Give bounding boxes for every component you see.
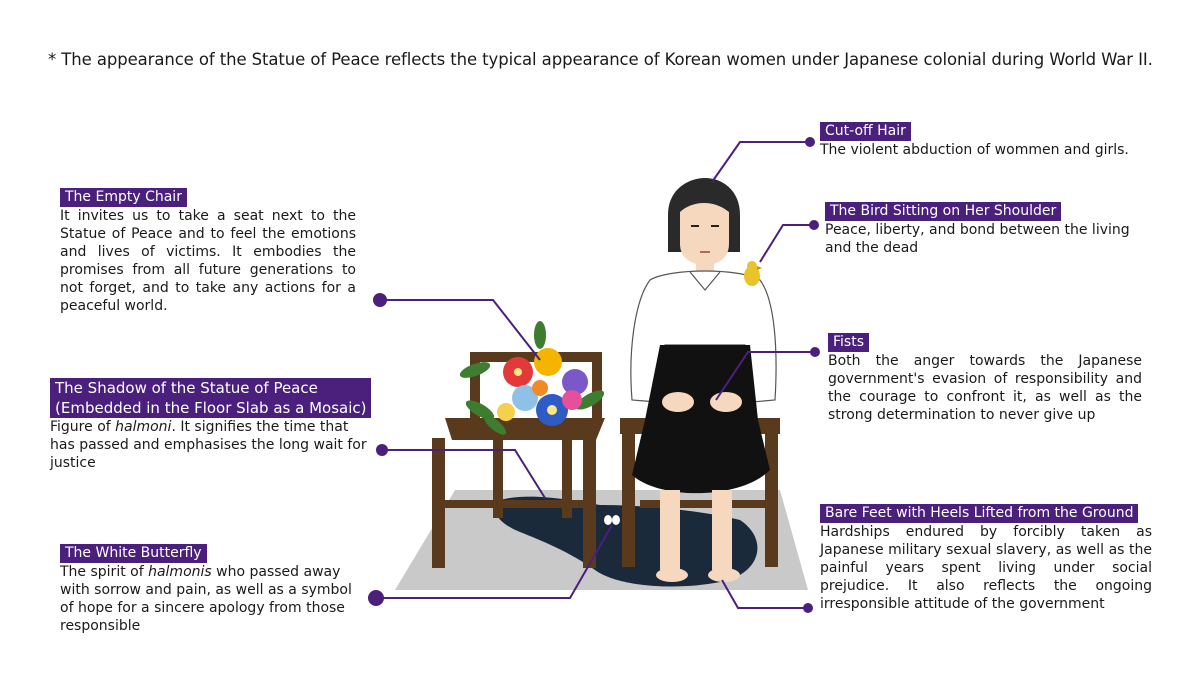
dot-fists: [810, 347, 820, 357]
leader-empty-chair: [380, 299, 541, 361]
dot-shadow: [376, 444, 388, 456]
annotation-shadow: The Shadow of the Statue of Peace (Embed…: [50, 378, 376, 472]
annotation-empty-chair: The Empty Chair It invites us to take a …: [60, 186, 356, 315]
annotation-bird: The Bird Sitting on Her Shoulder Peace, …: [825, 200, 1145, 257]
butterfly-text: The spirit of halmonis who passed away w…: [60, 564, 352, 634]
dot-butterfly: [368, 590, 384, 606]
hair-text: The violent abduction of wommen and girl…: [820, 142, 1129, 158]
bird-icon: [744, 261, 762, 286]
shadow-text: Figure of halmoni. It signifies the time…: [50, 419, 367, 471]
girl-statue: [630, 178, 777, 582]
leader-bird: [759, 224, 814, 263]
annotation-hair: Cut-off Hair The violent abduction of wo…: [820, 120, 1160, 159]
bird-title: The Bird Sitting on Her Shoulder: [825, 202, 1062, 221]
leader-feet: [721, 579, 808, 609]
leader-shadow: [382, 449, 546, 499]
flower-bouquet: [459, 321, 605, 435]
leader-fists: [715, 351, 815, 401]
annotation-fists: Fists Both the anger towards the Japanes…: [828, 331, 1142, 424]
empty-chair-text: It invites us to take a seat next to the…: [60, 208, 356, 314]
shadow-title-line1: The Shadow of the Statue of Peace: [55, 379, 318, 397]
dot-hair: [805, 137, 815, 147]
shadow-title: The Shadow of the Statue of Peace (Embed…: [50, 378, 372, 418]
empty-chair-title: The Empty Chair: [60, 188, 187, 207]
shadow-title-line2: (Embedded in the Floor Slab as a Mosaic): [55, 399, 367, 417]
dot-feet: [803, 603, 813, 613]
bird-text: Peace, liberty, and bond between the liv…: [825, 222, 1130, 256]
footnote: * The appearance of the Statue of Peace …: [48, 50, 1153, 69]
annotation-feet: Bare Feet with Heels Lifted from the Gro…: [820, 502, 1152, 613]
dot-empty-chair: [373, 293, 387, 307]
dot-bird: [809, 220, 819, 230]
butterfly-title: The White Butterfly: [60, 544, 207, 563]
feet-title: Bare Feet with Heels Lifted from the Gro…: [820, 504, 1139, 523]
feet-text: Hardships endured by forcibly taken as J…: [820, 524, 1152, 612]
leader-butterfly: [376, 524, 613, 599]
butterfly-icon: [604, 515, 620, 525]
fists-title: Fists: [828, 333, 870, 352]
fists-text: Both the anger towards the Japanese gove…: [828, 353, 1142, 423]
hair-title: Cut-off Hair: [820, 122, 911, 141]
annotation-butterfly: The White Butterfly The spirit of halmon…: [60, 542, 356, 635]
leader-hair: [711, 141, 810, 183]
